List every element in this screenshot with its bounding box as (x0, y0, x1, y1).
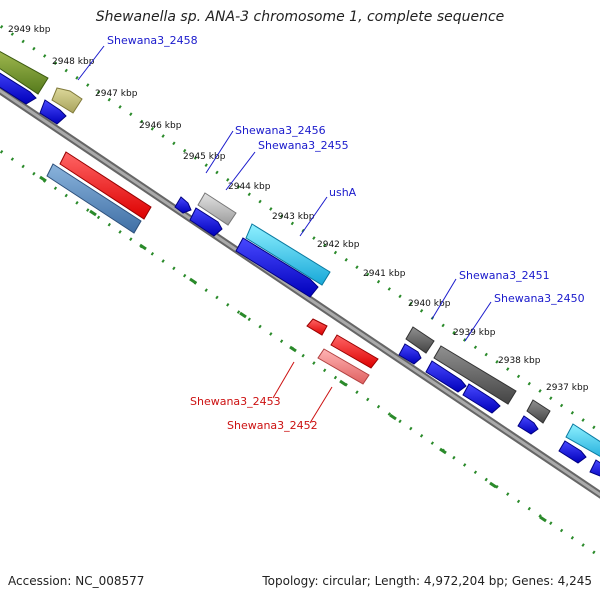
tick-label: 2939 kbp (453, 328, 496, 338)
scale-line-outer (0, 23, 600, 434)
tick-label: 2943 kbp (272, 212, 315, 222)
gene-feature-2451 (405, 326, 435, 354)
cds-feature (558, 440, 587, 464)
cds-features (0, 72, 600, 477)
gene-label-2455: Shewana3_2455 (258, 139, 349, 152)
cds-feature (517, 415, 539, 435)
inner-major-ticks (39, 175, 547, 523)
gene-feature-2450 (433, 345, 517, 405)
topology-summary: Topology: circular; Length: 4,972,204 bp… (262, 574, 592, 588)
tick-label: 2944 kbp (228, 182, 271, 192)
cds-feature (0, 72, 37, 105)
cds-feature (174, 196, 192, 214)
tick-label: 2941 kbp (363, 269, 406, 279)
cds-feature (462, 383, 501, 414)
tick-label: 2945 kbp (183, 152, 226, 162)
gene-label-2453: Shewana3_2453 (190, 395, 281, 408)
gene-feature-cyan-right (565, 423, 600, 457)
cds-feature (235, 237, 319, 298)
tick-label: 2937 kbp (546, 383, 589, 393)
gene-label-2450: Shewana3_2450 (494, 292, 585, 305)
gene-label-2456: Shewana3_2456 (235, 124, 326, 137)
gene-feature-pink (317, 348, 370, 385)
tick-label: 2947 kbp (95, 89, 138, 99)
gene-label-2458: Shewana3_2458 (107, 34, 198, 47)
gene-feature-2452 (330, 334, 379, 369)
forward-features (0, 50, 600, 457)
reverse-features (46, 151, 379, 385)
gene-feature-ushA (245, 223, 331, 286)
map-title: Shewanella sp. ANA-3 chromosome 1, compl… (95, 9, 505, 25)
gene-feature-lightgray (197, 192, 237, 226)
gene-feature-2453 (306, 318, 328, 336)
tick-labels: 2949 kbp 2948 kbp 2947 kbp 2946 kbp 2945… (8, 25, 589, 393)
tick-label: 2949 kbp (8, 25, 51, 35)
cds-feature (398, 343, 422, 365)
tick-label: 2948 kbp (52, 57, 95, 67)
gene-feature-red-long (59, 151, 152, 220)
gene-feature-khaki (51, 87, 83, 114)
backbone (0, 86, 600, 499)
gene-label-ushA: ushA (329, 186, 357, 199)
tick-label: 2940 kbp (408, 299, 451, 309)
cds-feature (589, 459, 600, 477)
cds-feature (39, 99, 67, 125)
tick-label: 2938 kbp (498, 356, 541, 366)
gene-labels: Shewana3_2458 Shewana3_2456 Shewana3_245… (107, 34, 585, 432)
gene-label-2452: Shewana3_2452 (227, 419, 318, 432)
gene-label-2451: Shewana3_2451 (459, 269, 550, 282)
gene-feature-dark-small (526, 399, 551, 424)
gene-feature-olive (0, 50, 49, 95)
accession-text: Accession: NC_008577 (8, 574, 145, 588)
cds-feature (189, 207, 223, 237)
label-connectors (77, 45, 492, 424)
tick-label: 2942 kbp (317, 240, 360, 250)
gene-feature-steelblue (46, 163, 142, 234)
tick-label: 2946 kbp (139, 121, 182, 131)
cds-feature (425, 360, 467, 393)
